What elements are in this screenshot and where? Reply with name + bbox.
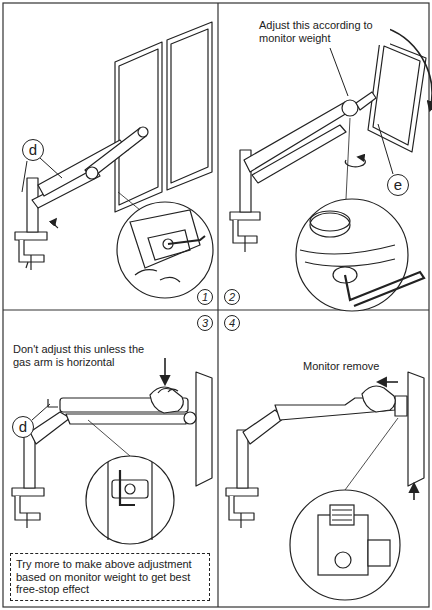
detail-zoom bbox=[332, 510, 352, 520]
detail-zoom bbox=[296, 118, 424, 311]
detail-zoom bbox=[300, 245, 395, 266]
detail-zoom bbox=[117, 192, 213, 298]
node-text: Try more to make above adjustment based … bbox=[16, 558, 204, 596]
node-text: d bbox=[29, 141, 37, 158]
monitor-arm-horizontal bbox=[164, 358, 166, 384]
detail-zoom bbox=[368, 540, 390, 566]
detail-zoom bbox=[118, 192, 140, 210]
monitor-remove bbox=[395, 396, 407, 416]
monitor-remove bbox=[378, 381, 398, 383]
step-number: 2 bbox=[224, 289, 241, 306]
detail-zoom bbox=[86, 456, 174, 544]
dual-monitor-arm bbox=[54, 219, 58, 228]
dual-monitor-arm bbox=[138, 127, 148, 137]
detail-zoom bbox=[346, 118, 350, 199]
callout-circle: e bbox=[387, 174, 409, 196]
instruction-label: Adjust this according to monitor weight bbox=[258, 19, 390, 45]
monitor-arm-horizontal bbox=[196, 372, 212, 486]
detail-zoom bbox=[168, 236, 205, 244]
node-text: 3 bbox=[202, 317, 208, 330]
monitor-arm-horizontal bbox=[12, 488, 44, 496]
detail-zoom bbox=[310, 213, 350, 237]
detail-zoom bbox=[88, 420, 130, 456]
dual-monitor-arm bbox=[85, 128, 146, 178]
panel-frame bbox=[3, 3, 429, 607]
dual-monitor-arm bbox=[115, 42, 162, 212]
callout-circle: d bbox=[12, 416, 34, 438]
detail-zoom bbox=[330, 505, 354, 525]
monitor-arm-horizontal bbox=[48, 399, 58, 407]
node-text: 2 bbox=[229, 291, 235, 304]
leader-line bbox=[22, 161, 27, 192]
detail-zoom bbox=[290, 490, 400, 600]
dual-monitor-arm bbox=[86, 167, 98, 179]
dual-monitor-arm bbox=[171, 29, 208, 183]
node-text: 4 bbox=[229, 317, 235, 330]
monitor-remove bbox=[240, 513, 241, 528]
monitor-arm-horizontal bbox=[66, 414, 186, 424]
step-number: 4 bbox=[224, 315, 241, 332]
monitor-arm-tilt bbox=[356, 92, 376, 110]
monitor-arm-tilt bbox=[368, 40, 426, 152]
detail-zoom bbox=[296, 199, 408, 311]
node-text: 1 bbox=[202, 291, 208, 304]
detail-zoom bbox=[130, 210, 200, 268]
instruction-label: Don't adjust this unless the gas arm is … bbox=[12, 343, 164, 369]
detail-zoom bbox=[148, 230, 190, 260]
step-number: 1 bbox=[197, 289, 214, 306]
dual-monitor-arm bbox=[167, 22, 212, 190]
dual-monitor-arm bbox=[15, 22, 212, 270]
detail-zoom bbox=[290, 418, 400, 600]
panel-frame bbox=[3, 3, 429, 607]
leader-line bbox=[330, 48, 348, 96]
instruction-label: Monitor remove bbox=[302, 360, 404, 373]
leader-line bbox=[32, 404, 50, 420]
detail-zoom bbox=[112, 480, 148, 498]
monitor-remove bbox=[413, 484, 415, 500]
leader-line bbox=[22, 158, 62, 192]
monitor-arm-horizontal bbox=[158, 389, 178, 394]
monitor-arm-tilt bbox=[252, 125, 346, 183]
dual-monitor-arm bbox=[26, 262, 28, 268]
monitor-arm-tilt bbox=[342, 100, 358, 116]
monitor-arm-horizontal bbox=[26, 513, 27, 528]
detail-zoom bbox=[345, 418, 398, 490]
detail-zoom bbox=[125, 484, 135, 494]
monitor-remove bbox=[362, 386, 395, 412]
monitor-arm-horizontal bbox=[184, 412, 196, 424]
leader-line bbox=[378, 124, 393, 174]
monitor-arm-horizontal bbox=[150, 387, 183, 413]
callout-circle: d bbox=[22, 139, 44, 161]
panel-frame bbox=[217, 3, 218, 607]
dual-monitor-arm bbox=[30, 255, 31, 270]
node-text: e bbox=[394, 176, 402, 193]
detail-zoom bbox=[335, 552, 351, 568]
detail-zoom bbox=[117, 202, 213, 298]
detail-zoom bbox=[86, 420, 174, 544]
dual-monitor-arm bbox=[119, 49, 158, 205]
monitor-arm-tilt bbox=[244, 236, 245, 252]
leader-line bbox=[32, 404, 50, 420]
monitor-remove bbox=[408, 372, 424, 486]
monitor-arm-tilt bbox=[230, 26, 432, 252]
note-box: Try more to make above adjustment based … bbox=[10, 553, 210, 601]
leader-line bbox=[330, 48, 393, 174]
detail-zoom bbox=[345, 272, 424, 306]
dual-monitor-arm bbox=[15, 232, 47, 240]
node-text: d bbox=[19, 418, 27, 435]
detail-zoom bbox=[135, 270, 180, 282]
leader-line bbox=[40, 158, 62, 178]
detail-zoom bbox=[108, 462, 152, 540]
detail-zoom bbox=[310, 211, 350, 231]
detail-zoom bbox=[120, 470, 135, 505]
step-number: 3 bbox=[197, 315, 214, 332]
monitor-remove bbox=[226, 488, 258, 496]
monitor-arm-tilt bbox=[230, 212, 260, 220]
